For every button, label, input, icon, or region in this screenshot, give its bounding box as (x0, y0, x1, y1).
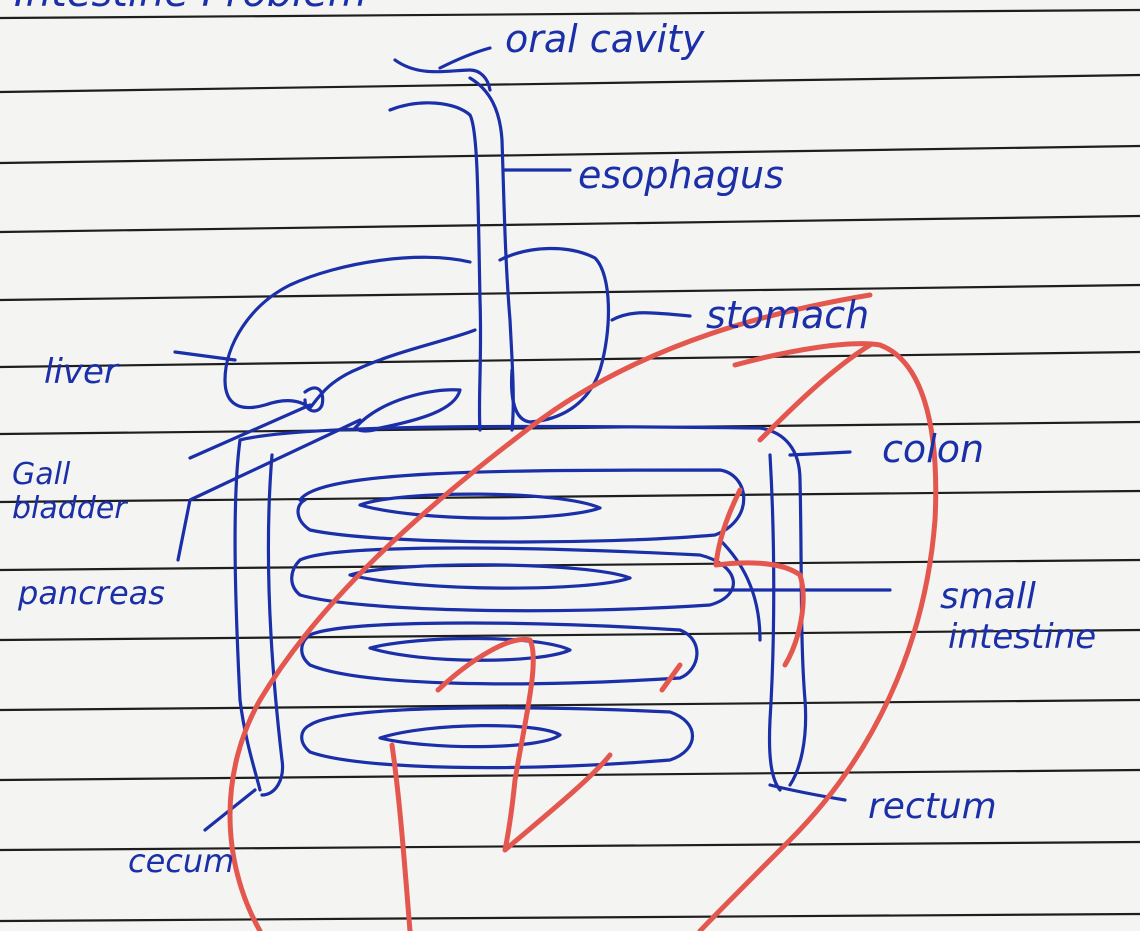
small-intestine-inner-2 (350, 565, 630, 588)
small-intestine-coil-4 (302, 708, 693, 768)
rule-line (0, 770, 1140, 780)
label-pancreas: pancreas (17, 574, 165, 612)
small-intestine-coil-3 (302, 623, 697, 684)
rule-line (0, 146, 1140, 163)
small-intestine-coil-2 (292, 548, 734, 611)
colon-inner-right (769, 455, 780, 790)
annotation-stroke-3 (392, 745, 410, 931)
red-annotations (230, 295, 936, 931)
small-intestine-inner-4 (380, 726, 560, 747)
rule-line (0, 216, 1140, 232)
label-esophagus: esophagus (578, 153, 784, 197)
pancreas-shape (355, 390, 460, 431)
rule-line (0, 914, 1140, 921)
label-small-intestine-line2: intestine (948, 617, 1096, 657)
page-header: Intestine Problem (14, 0, 367, 16)
colon-inner-left (262, 455, 283, 795)
rule-line (0, 75, 1140, 92)
stomach-shape (500, 248, 608, 422)
label-small-intestine-line1: small (940, 576, 1036, 617)
liver-arrow (175, 352, 235, 360)
label-gall-bladder-line1: Gall (12, 457, 71, 492)
stomach-arrow (612, 313, 690, 320)
colon-left-side (235, 440, 260, 790)
oral-cavity-arrow (440, 48, 490, 68)
rule-line (0, 285, 1140, 300)
colon-arrow (790, 452, 850, 455)
esophagus-right-wall (470, 78, 513, 430)
label-cecum: cecum (128, 842, 234, 880)
esophagus-left-wall (390, 103, 481, 430)
label-liver: liver (44, 352, 120, 392)
label-stomach: stomach (706, 293, 869, 337)
rule-line (0, 352, 1140, 367)
liver-shape (225, 257, 475, 408)
label-rectum: rectum (868, 786, 997, 827)
small-intestine-inner-3 (370, 638, 570, 660)
labels: oral cavity esophagus stomach liver Gall… (12, 17, 1096, 880)
label-oral-cavity: oral cavity (505, 17, 705, 61)
label-colon: colon (882, 427, 984, 471)
label-gall-bladder-line2: bladder (12, 491, 128, 526)
